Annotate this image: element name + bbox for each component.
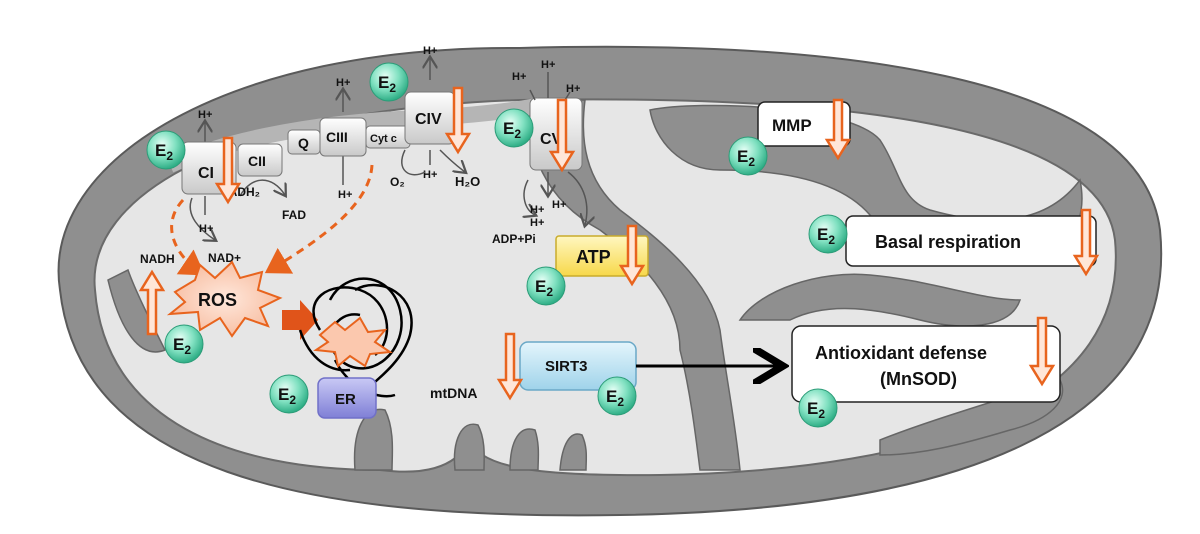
sirt3-decrease-arrow (496, 332, 524, 401)
complex-ci (181, 141, 237, 195)
basal-respiration-label: Basal respiration (875, 232, 1021, 252)
h-plus-civ: H+ (423, 45, 437, 57)
cv-proton-lines (529, 72, 571, 101)
ros-dashed-from-ciii (264, 164, 374, 274)
e2-ci-label: E2 (155, 141, 173, 163)
h-plus-cv-1: H+ (512, 71, 526, 83)
atp-label: ATP (576, 247, 611, 267)
h-plus-civ-low: H+ (423, 169, 437, 181)
mtdna-damage-burst (313, 316, 393, 368)
e2-basal-respiration: E2 (808, 214, 848, 254)
ros-dashed-from-ci (170, 198, 205, 276)
orange-arrows (138, 86, 1100, 401)
e2-basal-respiration-label: E2 (817, 225, 835, 247)
mmp-box (757, 101, 851, 147)
quinone-label: Q (298, 135, 309, 151)
er-box (317, 377, 377, 419)
e2-atp-label: E2 (535, 277, 553, 299)
fadh2-arrow (239, 179, 285, 196)
complex-ci-label: CI (198, 165, 214, 182)
crista-bottom-1 (353, 408, 394, 471)
mmp-decrease-arrow (824, 98, 852, 161)
crista-cv (528, 99, 741, 471)
h2o-label: H₂O (455, 174, 480, 189)
e2-cv: E2 (494, 108, 534, 148)
e2-er: E2 (269, 374, 309, 414)
fad-label: FAD (282, 208, 306, 222)
e2-civ-label: E2 (378, 73, 396, 95)
nad-label: NAD+ (208, 251, 241, 265)
crista-bottom-3 (509, 428, 540, 471)
h-plus-ci-low: H+ (199, 223, 213, 235)
e2-ci: E2 (146, 130, 186, 170)
e2-atp: E2 (526, 266, 566, 306)
e2-antioxidant: E2 (798, 388, 838, 428)
e2-civ: E2 (369, 62, 409, 102)
e2-sirt3-label: E2 (606, 387, 624, 409)
e2-mmp: E2 (728, 136, 768, 176)
proton-arrows (205, 58, 430, 142)
complex-cii-label: CII (248, 153, 266, 169)
ros-burst (166, 260, 283, 338)
ci-decrease-arrow (214, 136, 242, 205)
cv-decrease-arrow (548, 98, 576, 173)
crista-bottom-4 (559, 433, 588, 471)
e2-ros-label: E2 (173, 335, 191, 357)
mmp-label: MMP (772, 116, 812, 135)
antioxidant-label-line2: (MnSOD) (880, 369, 957, 389)
cv-down-arrows (524, 171, 587, 225)
adp-pi-label: ADP+Pi (492, 232, 536, 246)
crista-bottom-2 (453, 423, 485, 471)
antioxidant-box (791, 325, 1061, 403)
antioxidant-decrease-arrow (1028, 316, 1056, 387)
h2o-arrow (439, 149, 465, 172)
e2-sirt3: E2 (597, 376, 637, 416)
h-plus-cv-5: H+ (552, 199, 566, 211)
h-plus-cv-6: H+ (530, 217, 544, 229)
atp-decrease-arrow (618, 224, 646, 287)
e2-mmp-label: E2 (737, 147, 755, 169)
e2-cv-label: E2 (503, 119, 521, 141)
o2-arrow (401, 149, 426, 176)
h-plus-cv-4: H+ (530, 204, 544, 216)
complex-ciii-label: CIII (326, 129, 348, 145)
ros-label: ROS (198, 290, 237, 310)
nadh-arrow (189, 197, 215, 240)
e2-antioxidant-label: E2 (807, 399, 825, 421)
h-plus-ciii: H+ (336, 77, 350, 89)
h-plus-cv-2: H+ (541, 59, 555, 71)
h-plus-ciii-low: H+ (338, 189, 352, 201)
h-plus-ci: H+ (198, 109, 212, 121)
antioxidant-label-line1: Antioxidant defense (815, 343, 987, 363)
complex-cii (237, 143, 283, 177)
e2-ros: E2 (164, 324, 204, 364)
ros-to-mtdna-arrow (282, 300, 318, 340)
crista-right-mid (738, 273, 1022, 327)
e2-er-label: E2 (278, 385, 296, 407)
basal-respiration-decrease-arrow (1072, 208, 1100, 277)
civ-decrease-arrow (444, 86, 472, 155)
er-label: ER (335, 391, 356, 408)
mtdna-label: mtDNA (430, 385, 477, 401)
sirt3-label: SIRT3 (545, 358, 588, 375)
cytc-label: Cyt c (370, 133, 397, 145)
nadh-label: NADH (140, 252, 175, 266)
ros-increase-arrow (138, 269, 166, 336)
h-plus-cv-3: H+ (566, 83, 580, 95)
o2-label: O₂ (390, 175, 405, 189)
complex-civ-label: CIV (415, 111, 442, 128)
